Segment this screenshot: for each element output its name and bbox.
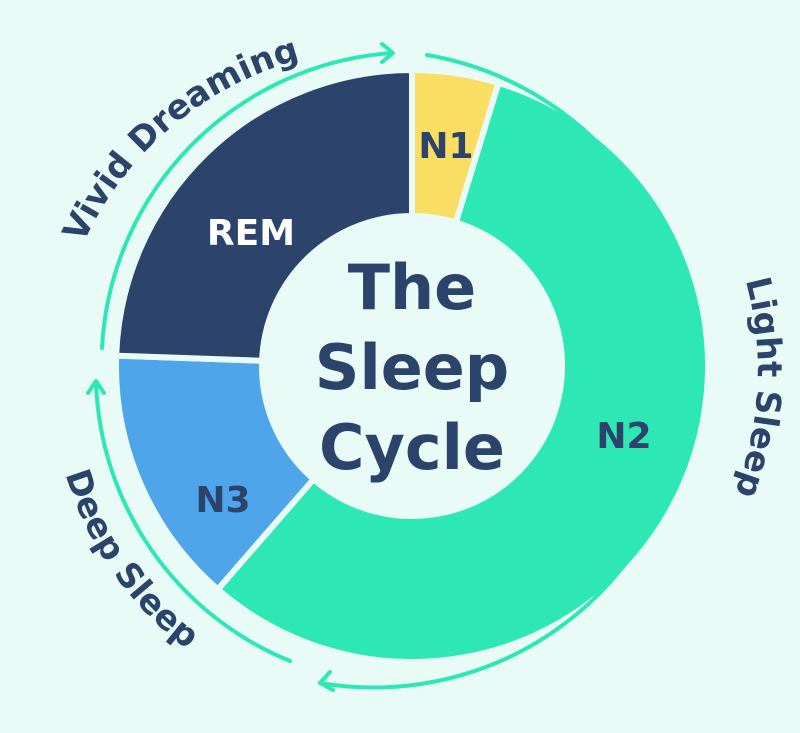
title-line-3: Cycle — [319, 411, 505, 484]
ring-label-light-sleep: Light Sleep — [727, 273, 789, 503]
segment-label-n1: N1 — [418, 126, 473, 167]
segment-n3 — [113, 352, 318, 594]
arrow-top-head — [380, 42, 395, 64]
segment-label-rem: REM — [207, 213, 295, 254]
segment-n2 — [213, 79, 711, 665]
title-line-1: The — [348, 251, 476, 324]
center-disk — [264, 218, 560, 514]
arrow-left — [94, 380, 292, 663]
segment-rem — [113, 66, 415, 364]
arrow-right — [318, 53, 694, 690]
arrow-right-head — [318, 670, 335, 692]
segment-label-n3: N3 — [195, 480, 250, 521]
arrow-top — [100, 51, 394, 350]
arrow-left-head — [86, 379, 106, 395]
segment-label-n2: N2 — [596, 416, 651, 457]
title-line-2: Sleep — [315, 331, 509, 404]
